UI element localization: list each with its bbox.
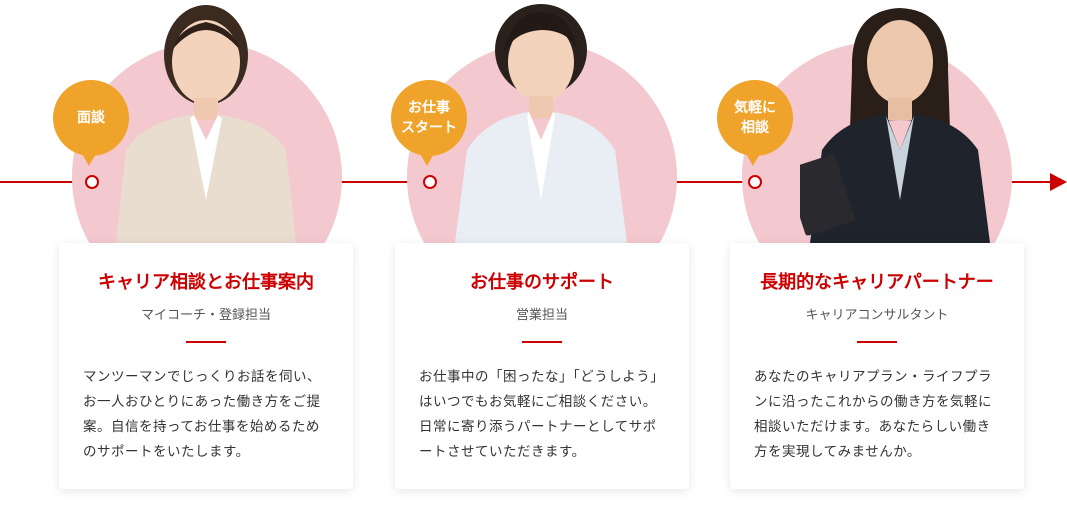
step-1-bubble: 面談 <box>53 80 129 166</box>
step-3-timeline-node <box>748 175 762 189</box>
step-1-card: キャリア相談とお仕事案内 マイコーチ・登録担当 マンツーマンでじっくりお話を伺い… <box>59 243 353 489</box>
timeline-arrow-icon <box>1050 173 1067 191</box>
step-3-title: 長期的なキャリアパートナー <box>760 272 994 293</box>
step-3-role: キャリアコンサルタント <box>805 308 949 323</box>
step-3-bubble: 気軽に 相談 <box>717 80 793 166</box>
step-3-card: 長期的なキャリアパートナー キャリアコンサルタント あなたのキャリアプラン・ライ… <box>730 243 1024 489</box>
step-2-divider <box>522 341 562 343</box>
step-3-description: あなたのキャリアプラン・ライフプランに沿ったこれからの働き方を気軽に相談いただけ… <box>754 369 992 460</box>
step-1-description: マンツーマンでじっくりお話を伺い、お一人おひとりにあった働き方をご提案。自信を持… <box>83 369 321 460</box>
step-1-timeline-node <box>85 175 99 189</box>
step-1-title: キャリア相談とお仕事案内 <box>98 272 314 293</box>
step-2-role: 営業担当 <box>515 308 568 323</box>
step-2-person-photo <box>441 0 641 243</box>
step-2-timeline-node <box>423 175 437 189</box>
step-3-person-photo <box>800 0 1000 243</box>
step-3-divider <box>857 341 897 343</box>
step-1-role: マイコーチ・登録担当 <box>140 308 271 323</box>
step-2-card: お仕事のサポート 営業担当 お仕事中の「困ったな」「どうしよう」はいつでもお気軽… <box>395 243 689 489</box>
step-2-title: お仕事のサポート <box>470 272 614 293</box>
step-2-description: お仕事中の「困ったな」「どうしよう」はいつでもお気軽にご相談ください。日常に寄り… <box>419 369 665 460</box>
step-1-person-photo <box>106 0 306 243</box>
step-1-divider <box>186 341 226 343</box>
step-2-bubble: お仕事 スタート <box>391 80 467 166</box>
